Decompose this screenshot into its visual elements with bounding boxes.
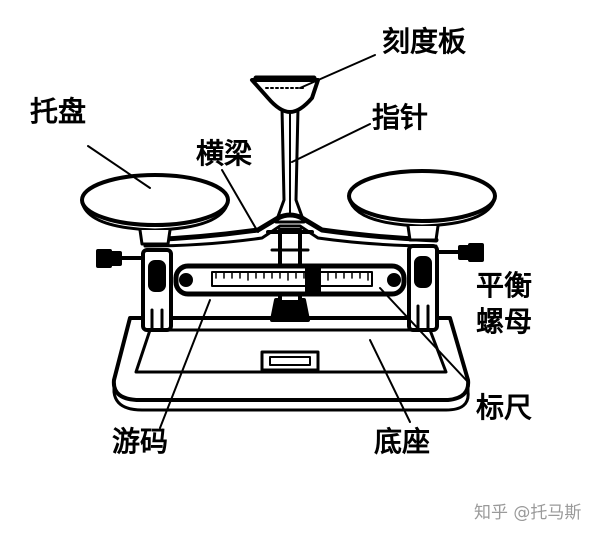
scale-plate: [252, 78, 318, 112]
label-tray: 托盘: [30, 98, 86, 126]
watermark: 知乎 @托马斯: [474, 498, 581, 523]
label-balance-nut-line1: 平衡: [476, 272, 532, 300]
graduated-ruler: [176, 266, 404, 294]
right-tray: [349, 171, 495, 240]
label-graduated-ruler: 标尺: [476, 394, 532, 422]
label-balance-nut-line2: 螺母: [476, 308, 532, 336]
label-rider: 游码: [112, 428, 168, 456]
label-scale-plate: 刻度板: [382, 28, 466, 56]
label-beam: 横梁: [196, 140, 252, 168]
pointer-needle: [276, 108, 304, 222]
rider: [306, 268, 320, 292]
label-base: 底座: [374, 428, 430, 456]
label-pointer: 指针: [372, 104, 428, 132]
